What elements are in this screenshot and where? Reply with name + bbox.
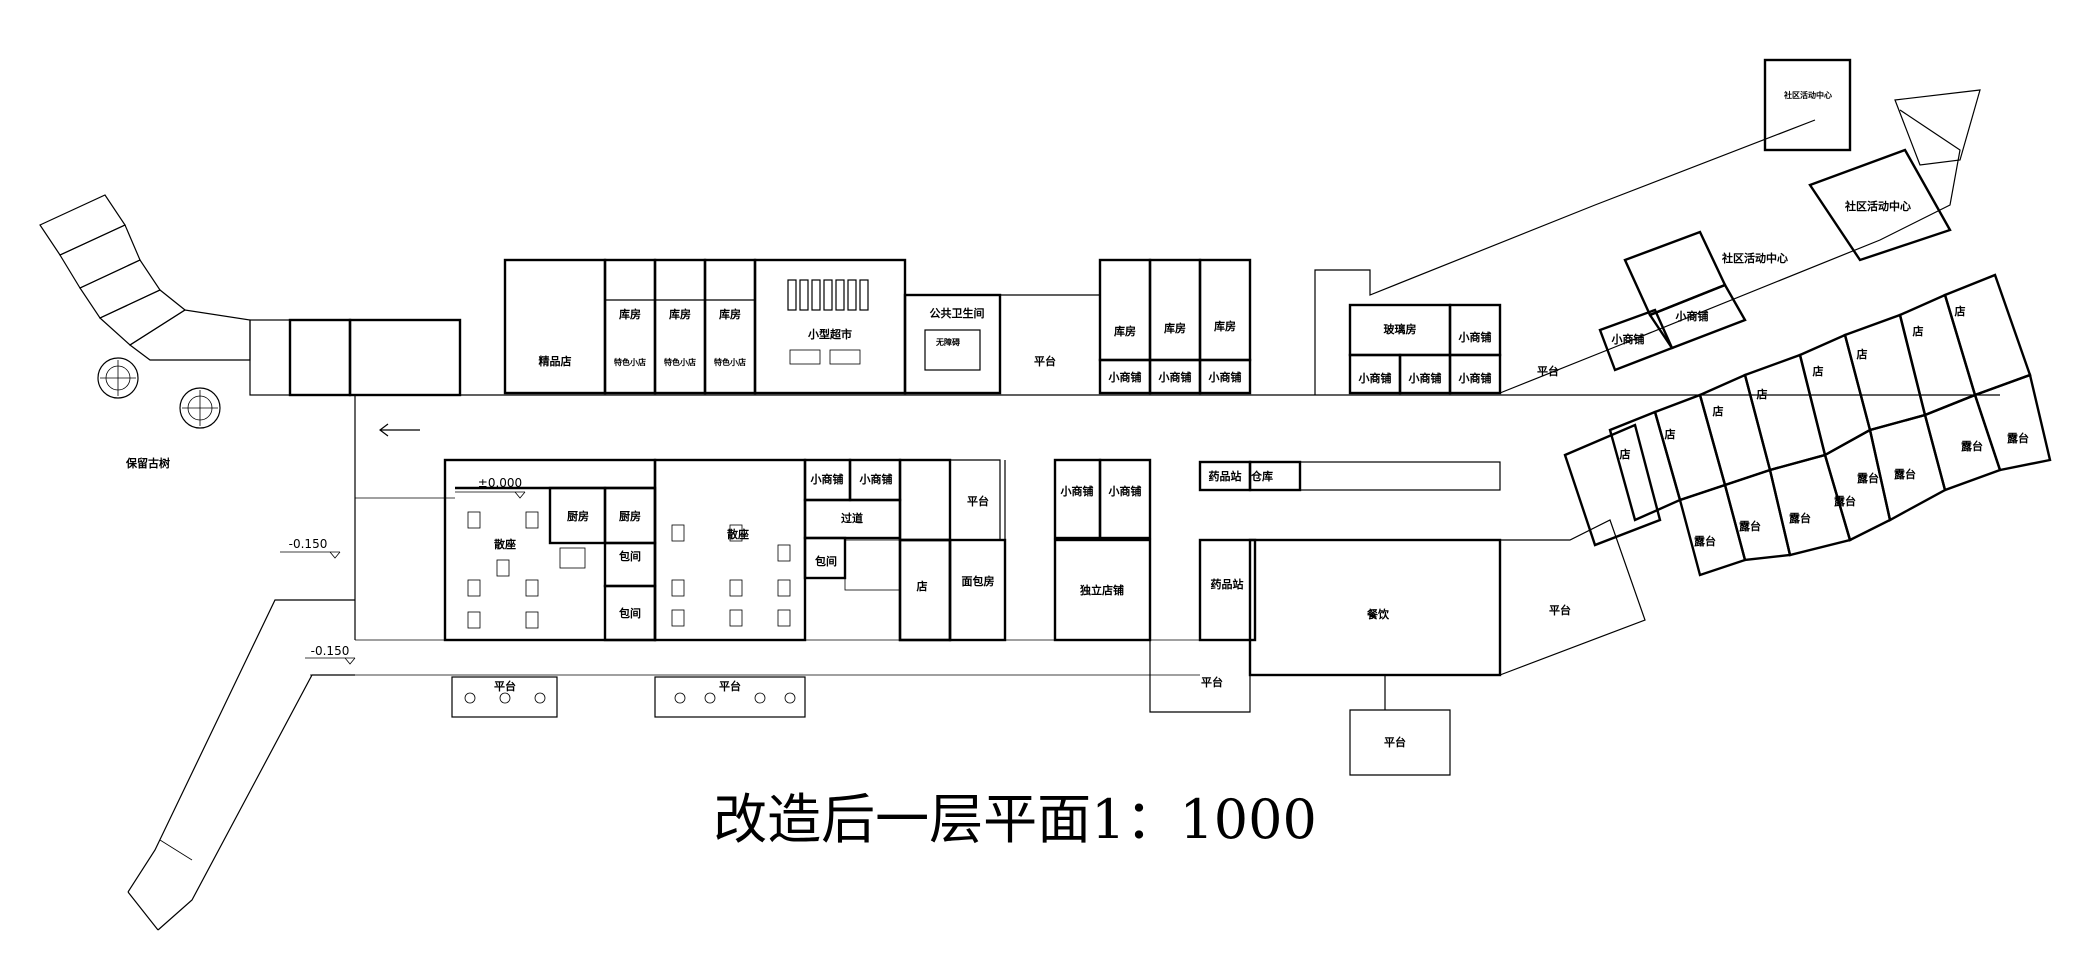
room-label: 库房 [1164,321,1186,335]
west-fan-pavilions [39,194,462,397]
west-entry [310,394,2000,676]
room-label: 仓库 [1250,469,1273,483]
unit-terrace-label: 露台 [1894,467,1916,481]
room-label: 库房 [1214,319,1236,333]
level-mark-south: -0.150 [311,644,350,658]
room-label: 平台 [1537,364,1559,378]
room-label: 小商铺 [1611,332,1645,346]
room-label: 包间 [814,554,837,568]
level-mark-west: -0.150 [289,537,328,551]
ne-wing [1314,58,1981,395]
room-label: 药品站 [1211,577,1244,591]
room-label: 店 [917,579,928,593]
room-label: 小商铺 [1675,309,1709,323]
tree-label: 保留古树 [125,456,170,470]
room-label: 小商铺 [1358,371,1392,385]
room-label: 特色小店 [664,357,696,367]
room-label: 小商铺 [1108,484,1142,498]
unit-terrace-label: 露台 [1789,511,1811,525]
room-label: 面包房 [962,574,995,588]
room-label: 包间 [618,549,641,563]
room-label: 小商铺 [1458,371,1492,385]
room-label: 特色小店 [714,357,746,367]
room-label: 散座 [727,527,749,541]
room-label: 精品店 [539,354,572,368]
room-label: 厨房 [619,509,641,523]
dining-furniture [467,511,791,629]
room-label: 平台 [494,679,516,693]
unit-shop-label: 店 [1620,447,1631,461]
room-label: 包间 [618,606,641,620]
room-label: 平台 [1034,354,1056,368]
room-label: 散座 [494,537,516,551]
level-markers [280,491,526,665]
room-label: 平台 [1201,675,1223,689]
unit-shop-label: 店 [1665,427,1676,441]
room-label: 玻璃房 [1384,322,1417,336]
room-label: 社区活动中心 [1844,199,1911,213]
unit-shop-label: 店 [1713,404,1724,418]
unit-labels: 店 店 店 店 店 店 店 店 露台 露台 露台 露台 露台 露台 露台 露台 [1620,304,2030,548]
south-terraces [451,676,806,718]
tree-icon [97,357,221,429]
unit-terrace-label: 露台 [1739,519,1761,533]
unit-shop-label: 店 [1913,324,1924,338]
room-label: 特色小店 [614,357,646,367]
room-label: 小商铺 [1108,370,1142,384]
room-label: 社区活动中心 [1721,251,1788,265]
unit-shop-label: 店 [1757,387,1768,401]
room-label: 小商铺 [810,472,844,486]
room-label: 小型超市 [807,327,852,341]
room-label: 小商铺 [1458,330,1492,344]
unit-terrace-label: 露台 [2007,431,2029,445]
room-label: 小商铺 [1060,484,1094,498]
room-label: 库房 [619,307,641,321]
room-label: 独立店铺 [1079,583,1124,597]
room-label: 小商铺 [1408,371,1442,385]
unit-terrace-label: 露台 [1857,471,1879,485]
room-label: 无障碍 [935,337,960,347]
room-label: 厨房 [567,509,589,523]
room-label: 过道 [841,511,863,525]
room-label: 公共卫生间 [930,306,985,320]
unit-terrace-label: 露台 [1961,439,1983,453]
room-label: 社区活动中心 [1783,90,1832,100]
room-label: 库房 [1114,324,1136,338]
residential-units [1563,273,2052,577]
unit-shop-label: 店 [1857,347,1868,361]
room-label: 小商铺 [1158,370,1192,384]
level-mark-main: ±0.000 [478,476,522,490]
room-label: 小商铺 [859,472,893,486]
north-wing [503,258,1502,395]
unit-terrace-label: 露台 [1834,494,1856,508]
room-label: 平台 [719,679,741,693]
room-label: 库房 [719,307,741,321]
room-label: 平台 [1549,603,1571,617]
unit-shop-label: 店 [1955,304,1966,318]
unit-shop-label: 店 [1813,364,1824,378]
restaurant-block [443,458,952,642]
room-label: 库房 [669,307,691,321]
room-labels: 精品店 库房 库房 库房 特色小店 特色小店 特色小店 小型超市 公共卫生间 无… [494,90,1911,749]
unit-terrace-label: 露台 [1694,534,1716,548]
drawing-title: 改造后一层平面1：1000 [713,788,1317,851]
central-south [898,458,1646,776]
room-label: 平台 [967,494,989,508]
room-label: 药品站 [1209,469,1242,483]
room-label: 平台 [1384,735,1406,749]
room-label: 小商铺 [1208,370,1242,384]
room-label: 餐饮 [1366,607,1390,621]
